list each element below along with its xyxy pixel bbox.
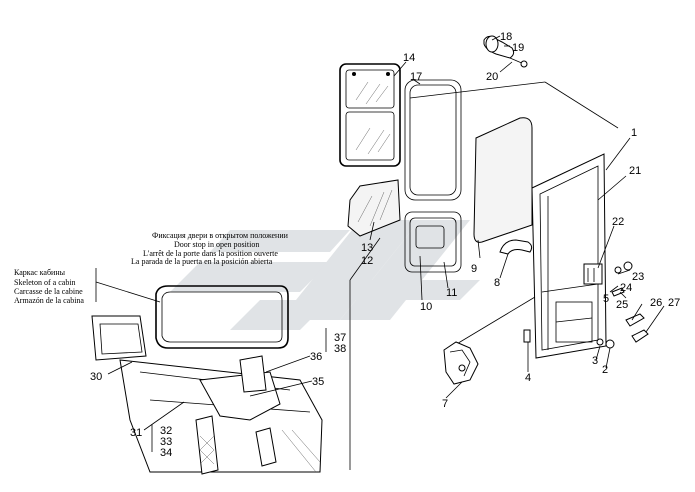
callout-3: 3	[592, 355, 598, 367]
callout-30: 30	[90, 371, 102, 383]
callout-36: 36	[310, 351, 322, 363]
callout-12: 12	[361, 255, 373, 267]
svg-text:Carcasse de la cabine: Carcasse de la cabine	[14, 287, 83, 296]
callout-35: 35	[312, 376, 324, 388]
callout-7: 7	[442, 398, 448, 410]
svg-text:La parada de la puerta en la p: La parada de la puerta en la posición ab…	[131, 257, 273, 266]
svg-text:L'arrêt de la porte dans la po: L'arrêt de la porte dans la position ouv…	[143, 249, 278, 258]
callout-18: 18	[500, 31, 512, 43]
callout-2: 2	[602, 364, 608, 376]
key-cylinder-18	[483, 35, 528, 68]
door-stop-caption: Фиксация двери в открытом положении Door…	[131, 231, 289, 266]
door-lock-22	[583, 263, 603, 285]
callout-10: 10	[420, 301, 432, 313]
svg-text:Armazón de la cabina: Armazón de la cabina	[14, 296, 84, 305]
callout-17: 17	[410, 71, 422, 83]
small-seal-11	[404, 211, 462, 273]
handle-8	[499, 239, 533, 255]
callout-24: 24	[620, 282, 632, 294]
callout-13: 13	[361, 242, 373, 254]
callout-leaders	[107, 35, 665, 431]
svg-text:Door stop in open position: Door stop in open position	[174, 240, 259, 249]
svg-text:Skeleton of a cabin: Skeleton of a cabin	[14, 278, 76, 287]
watermark-logo	[170, 220, 480, 330]
callout-8: 8	[494, 277, 500, 289]
callout-32: 32	[160, 425, 172, 437]
svg-text:Фиксация двери в открытом поло: Фиксация двери в открытом положении	[152, 231, 289, 240]
small-glass-13	[347, 179, 401, 237]
sliding-window-14	[339, 63, 401, 167]
svg-text:Каркас кабины: Каркас кабины	[14, 268, 66, 277]
callout-14: 14	[403, 52, 415, 64]
callout-4: 4	[525, 372, 531, 384]
cabin-skeleton	[91, 285, 323, 475]
callout-20: 20	[486, 71, 498, 83]
door-panel-21	[531, 153, 607, 359]
callout-19: 19	[512, 42, 524, 54]
callout-37: 37	[334, 332, 346, 344]
callout-9: 9	[471, 263, 477, 275]
hardware-parts	[523, 261, 649, 349]
callout-27: 27	[668, 297, 680, 309]
callout-26: 26	[650, 297, 662, 309]
callout-38: 38	[334, 343, 346, 355]
callout-34: 34	[160, 447, 172, 459]
door-stop-7	[443, 341, 479, 385]
callout-25: 25	[616, 299, 628, 311]
skeleton-caption-leader	[95, 281, 161, 303]
callout-5: 5	[603, 293, 609, 305]
callout-33: 33	[160, 436, 172, 448]
callout-11: 11	[446, 287, 457, 299]
callout-23: 23	[632, 271, 644, 283]
callout-22: 22	[612, 216, 624, 228]
callout-21: 21	[629, 165, 641, 177]
callout-31: 31	[130, 427, 142, 439]
window-seal-17	[404, 79, 462, 201]
callout-numbers: 1 2 3 4 5 25 26 27 7 8 9 10 11 12 13 14 …	[90, 31, 680, 459]
door-glass-9	[473, 117, 533, 243]
cabin-skeleton-caption: Каркас кабины Skeleton of a cabin Carcas…	[14, 268, 84, 305]
callout-1: 1	[631, 127, 637, 139]
